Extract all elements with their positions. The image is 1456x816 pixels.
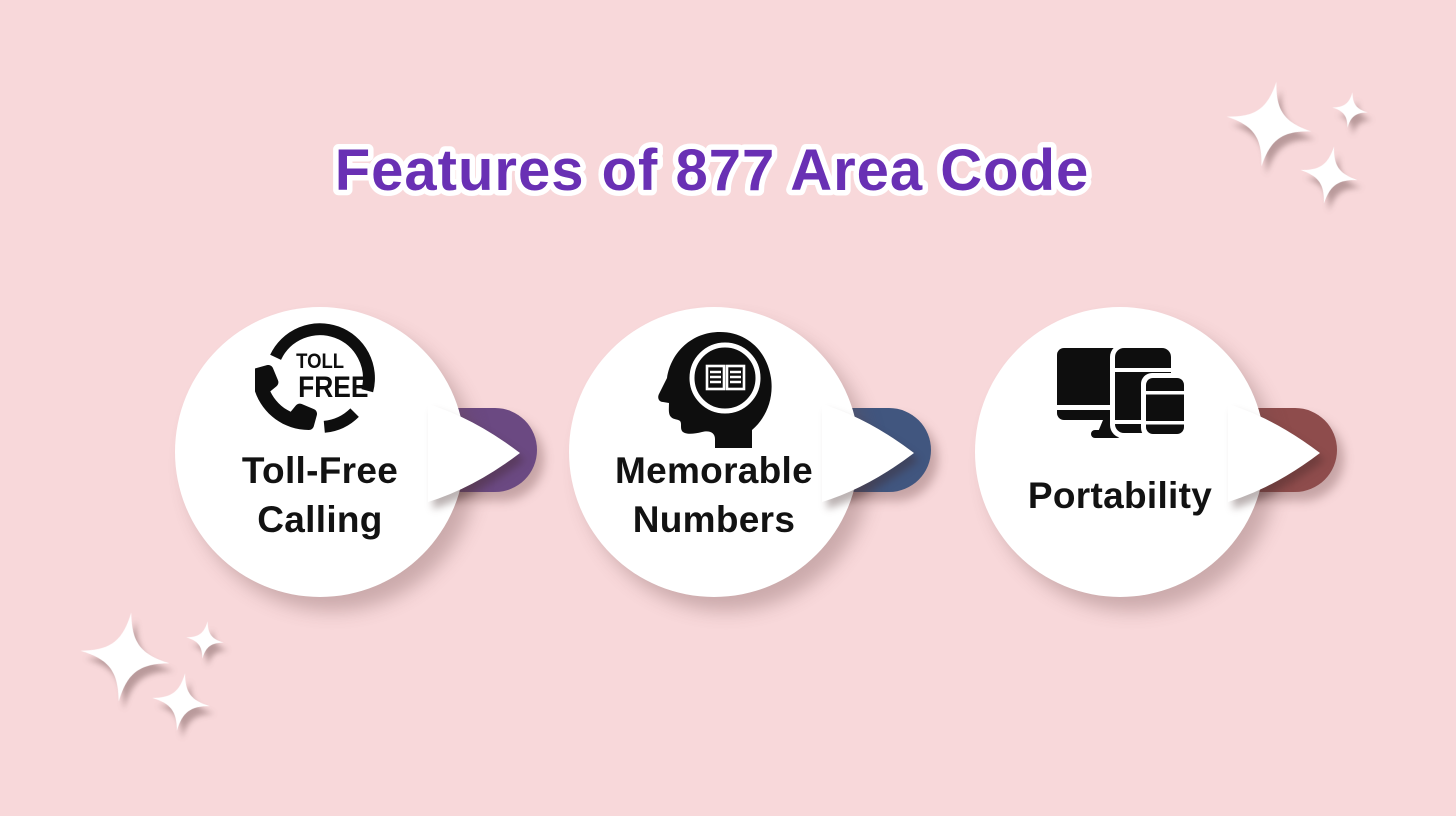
feature-card-portability: Portability — [910, 290, 1337, 630]
pointer-arrow-icon — [1228, 404, 1320, 502]
toll-free-phone-icon: TOLL FREE — [255, 323, 375, 433]
sparkle-icon — [1300, 146, 1358, 204]
toll-label: TOLL — [296, 350, 344, 373]
feature-circle — [175, 307, 465, 597]
feature-card-memorable: Memorable Numbers — [504, 290, 931, 630]
free-label: FREE — [298, 369, 368, 403]
page-title: Features of 877 Area Code — [335, 138, 1090, 203]
sparkle-icon — [1226, 81, 1312, 167]
smartphone-glyph — [1141, 373, 1189, 439]
pointer-arrow-icon — [822, 404, 914, 502]
feature-label-line: Toll-Free — [241, 450, 399, 491]
pointer-arrow-icon — [428, 404, 520, 502]
phone-handset-glyph — [255, 365, 318, 431]
feature-label-line: Calling — [257, 499, 383, 540]
sparkle-icon — [152, 673, 210, 731]
feature-label: Memorable Numbers — [504, 446, 924, 544]
head-with-book-icon — [658, 332, 772, 448]
page-title-svg: Features of 877 Area Code — [329, 133, 1094, 209]
feature-label: Toll-Free Calling — [110, 446, 530, 544]
sparkle-icon — [80, 612, 170, 702]
sparkle-icon — [1332, 92, 1368, 128]
multi-devices-icon — [1057, 344, 1189, 439]
open-book-glyph — [705, 364, 746, 391]
feature-card-toll-free: TOLL FREE Toll-Free Calling — [110, 290, 537, 630]
feature-label-line: Memorable — [614, 450, 814, 491]
feature-label-line: Portability — [1027, 474, 1213, 516]
feature-label-line: Numbers — [632, 499, 796, 540]
feature-label: Portability — [910, 446, 1330, 544]
sparkle-icon — [186, 621, 224, 659]
